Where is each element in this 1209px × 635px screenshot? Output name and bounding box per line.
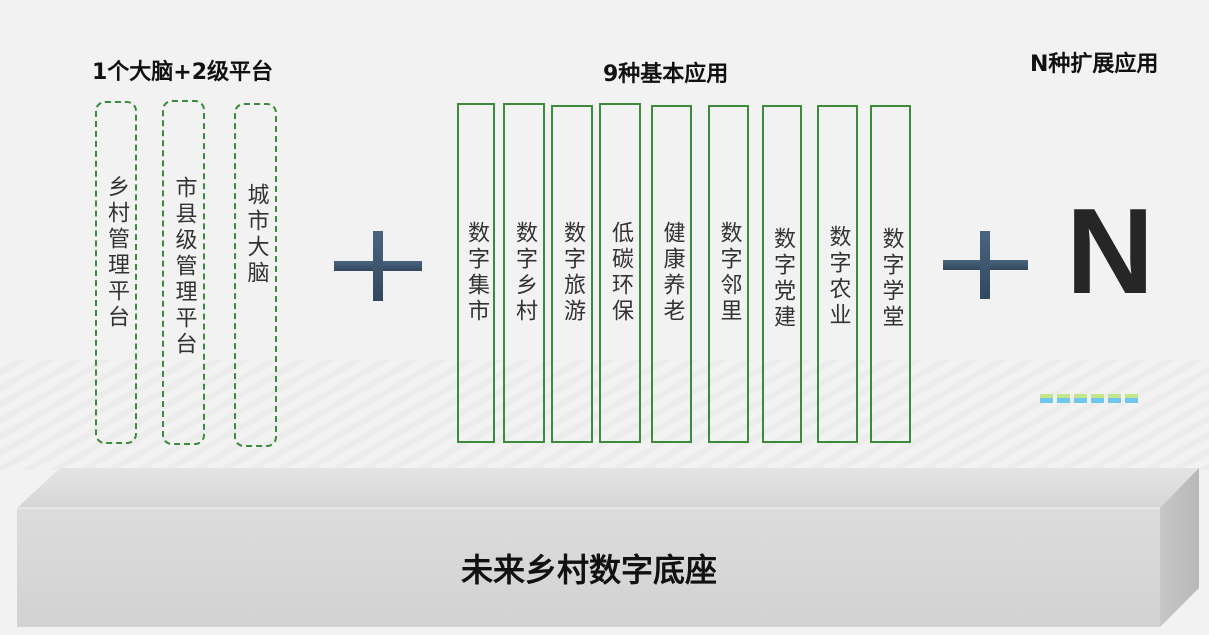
app-box-market: 数字集市 (457, 103, 495, 443)
app-label: 数字党建 (770, 227, 795, 331)
app-label: 数字农业 (825, 225, 851, 329)
title-basic-apps: 9种基本应用 (603, 62, 729, 87)
app-box-school: 数字学堂 (870, 105, 911, 443)
app-label: 数字集市 (464, 221, 489, 325)
title-brain-platform: 1个大脑+2级平台 (92, 60, 274, 85)
title-extended-apps: N种扩展应用 (1030, 52, 1159, 77)
app-box-elderly-care: 健康养老 (651, 105, 692, 443)
plus-icon (943, 231, 1028, 299)
app-label: 数字乡村 (512, 221, 537, 325)
platform-label: 乡村管理平台 (104, 175, 129, 331)
more-dashes (1040, 394, 1138, 403)
n-symbol: N (1066, 183, 1155, 319)
platform-label: 市县级管理平台 (171, 176, 197, 358)
app-box-neighborhood: 数字邻里 (708, 105, 749, 443)
app-box-low-carbon: 低碳环保 (599, 103, 641, 443)
app-label: 低碳环保 (608, 221, 633, 325)
platform-box-city-brain: 城市大脑 (234, 103, 277, 447)
app-box-village: 数字乡村 (503, 103, 545, 443)
plus-icon (334, 231, 422, 301)
app-label: 数字旅游 (560, 221, 585, 325)
app-label: 数字学堂 (878, 227, 904, 331)
app-box-agriculture: 数字农业 (817, 105, 858, 443)
platform-box-county: 市县级管理平台 (162, 100, 205, 445)
digital-base-platform (17, 468, 1199, 627)
platform-label: 城市大脑 (243, 183, 269, 287)
platform-box-village: 乡村管理平台 (95, 101, 137, 444)
background-stripes (0, 360, 1209, 470)
app-box-tourism: 数字旅游 (551, 105, 593, 443)
app-box-party-building: 数字党建 (762, 105, 802, 443)
app-label: 数字邻里 (716, 221, 742, 325)
base-label: 未来乡村数字底座 (461, 551, 718, 589)
app-label: 健康养老 (659, 221, 685, 325)
